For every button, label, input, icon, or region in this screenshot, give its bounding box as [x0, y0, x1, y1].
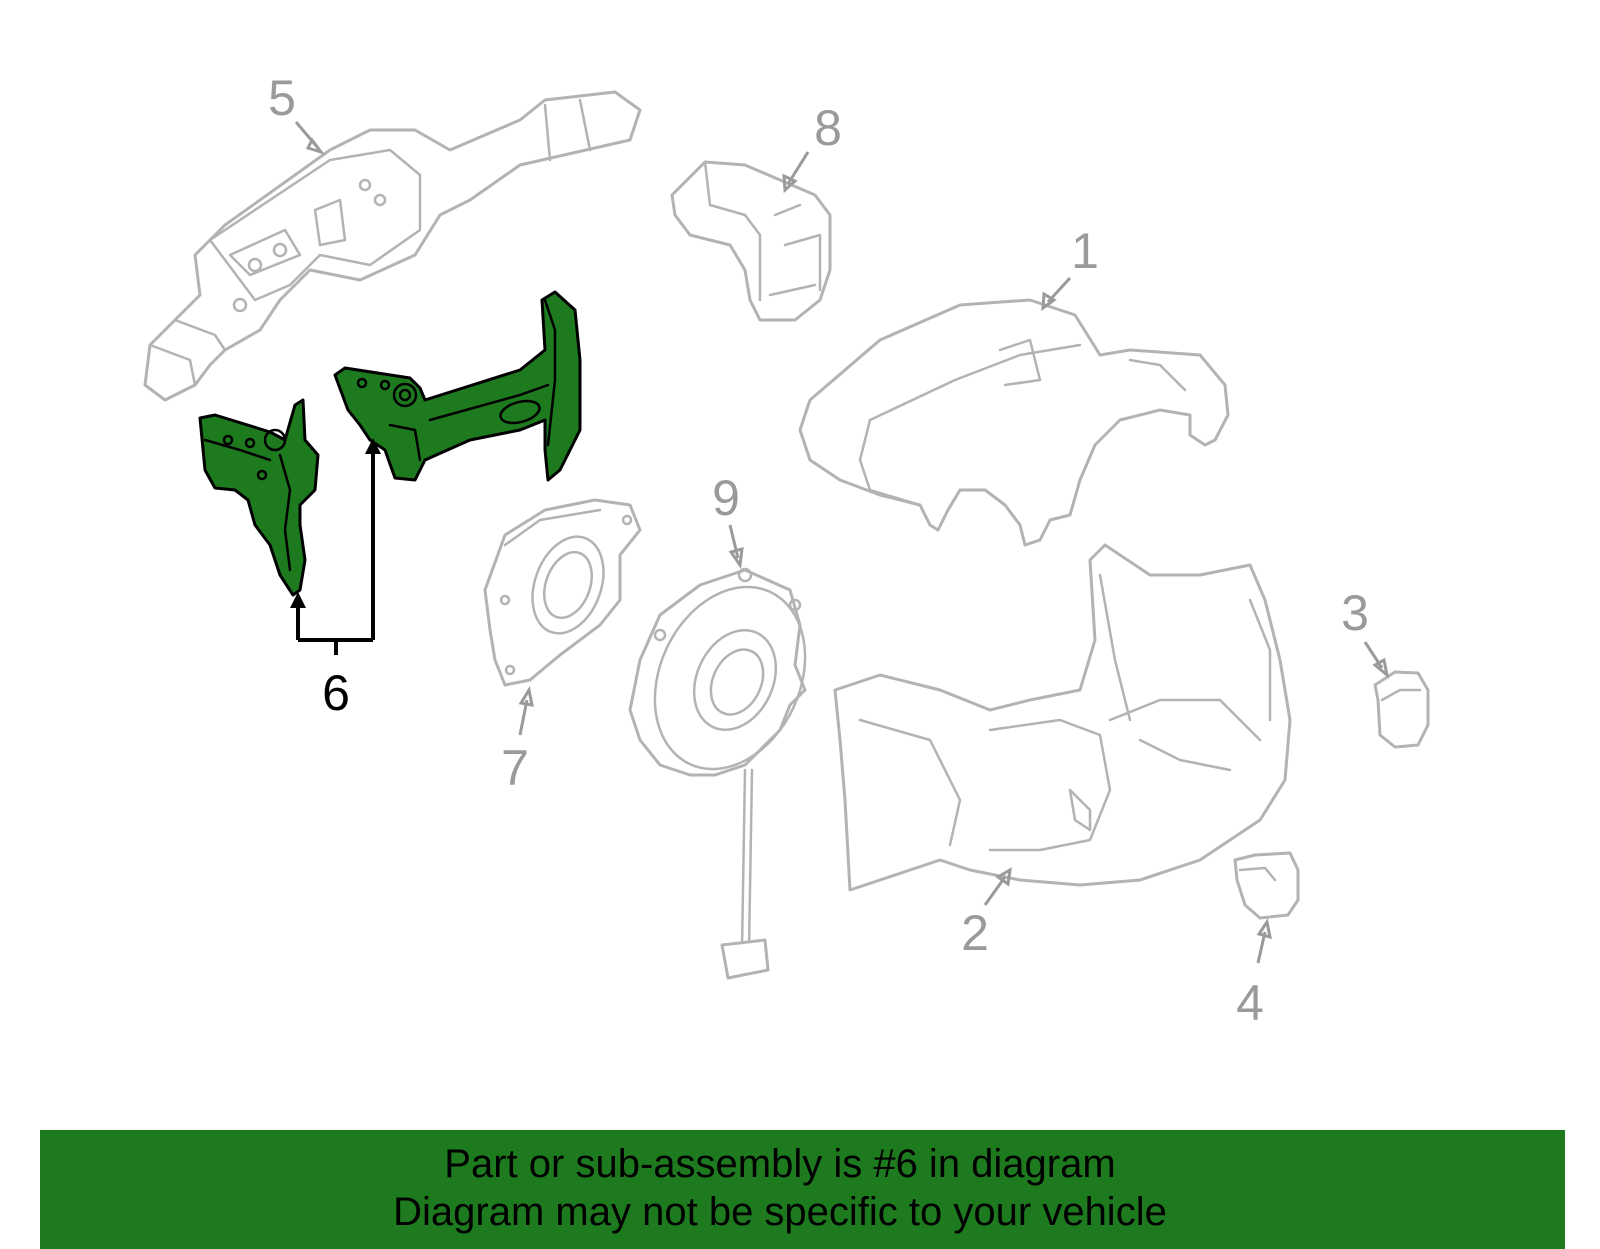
svg-text:4: 4 — [1236, 975, 1264, 1031]
svg-text:6: 6 — [322, 665, 350, 721]
callout-5: 5 — [268, 70, 325, 155]
callout-6: 6 — [290, 438, 381, 721]
part-1-upper-column-cover[interactable] — [798, 298, 1230, 547]
svg-text:2: 2 — [961, 905, 989, 961]
footer-part-note: Part or sub-assembly is #6 in diagram — [444, 1142, 1116, 1186]
part-9-clock-spring[interactable] — [626, 562, 833, 980]
footer-disclaimer: Diagram may not be specific to your vehi… — [393, 1190, 1167, 1234]
svg-text:9: 9 — [712, 470, 740, 526]
part-2-lower-column-cover[interactable] — [833, 543, 1292, 892]
svg-text:5: 5 — [268, 70, 296, 126]
callout-8: 8 — [782, 100, 842, 194]
part-7-bracket[interactable] — [483, 498, 642, 687]
part-5-combination-switch[interactable] — [143, 90, 642, 402]
svg-text:7: 7 — [501, 740, 529, 796]
callout-3: 3 — [1341, 585, 1390, 679]
callout-1: 1 — [1041, 223, 1099, 312]
callout-2: 2 — [961, 867, 1012, 961]
part-8-module[interactable] — [670, 160, 832, 322]
part-6-paddle-shifter-right[interactable] — [333, 290, 582, 482]
part-4-cap[interactable] — [1233, 851, 1300, 920]
callout-9: 9 — [712, 470, 744, 570]
part-6-paddle-shifter-left[interactable] — [198, 398, 320, 597]
footer-banner: Part or sub-assembly is #6 in diagram Di… — [40, 1130, 1565, 1249]
part-3-cap[interactable] — [1373, 670, 1430, 749]
svg-text:1: 1 — [1071, 223, 1099, 279]
svg-text:3: 3 — [1341, 585, 1369, 641]
parts-diagram: 5 8 1 9 3 7 2 4 6 — [143, 70, 1430, 1031]
callout-7: 7 — [501, 685, 534, 796]
svg-text:8: 8 — [814, 100, 842, 156]
callout-4: 4 — [1236, 918, 1272, 1031]
